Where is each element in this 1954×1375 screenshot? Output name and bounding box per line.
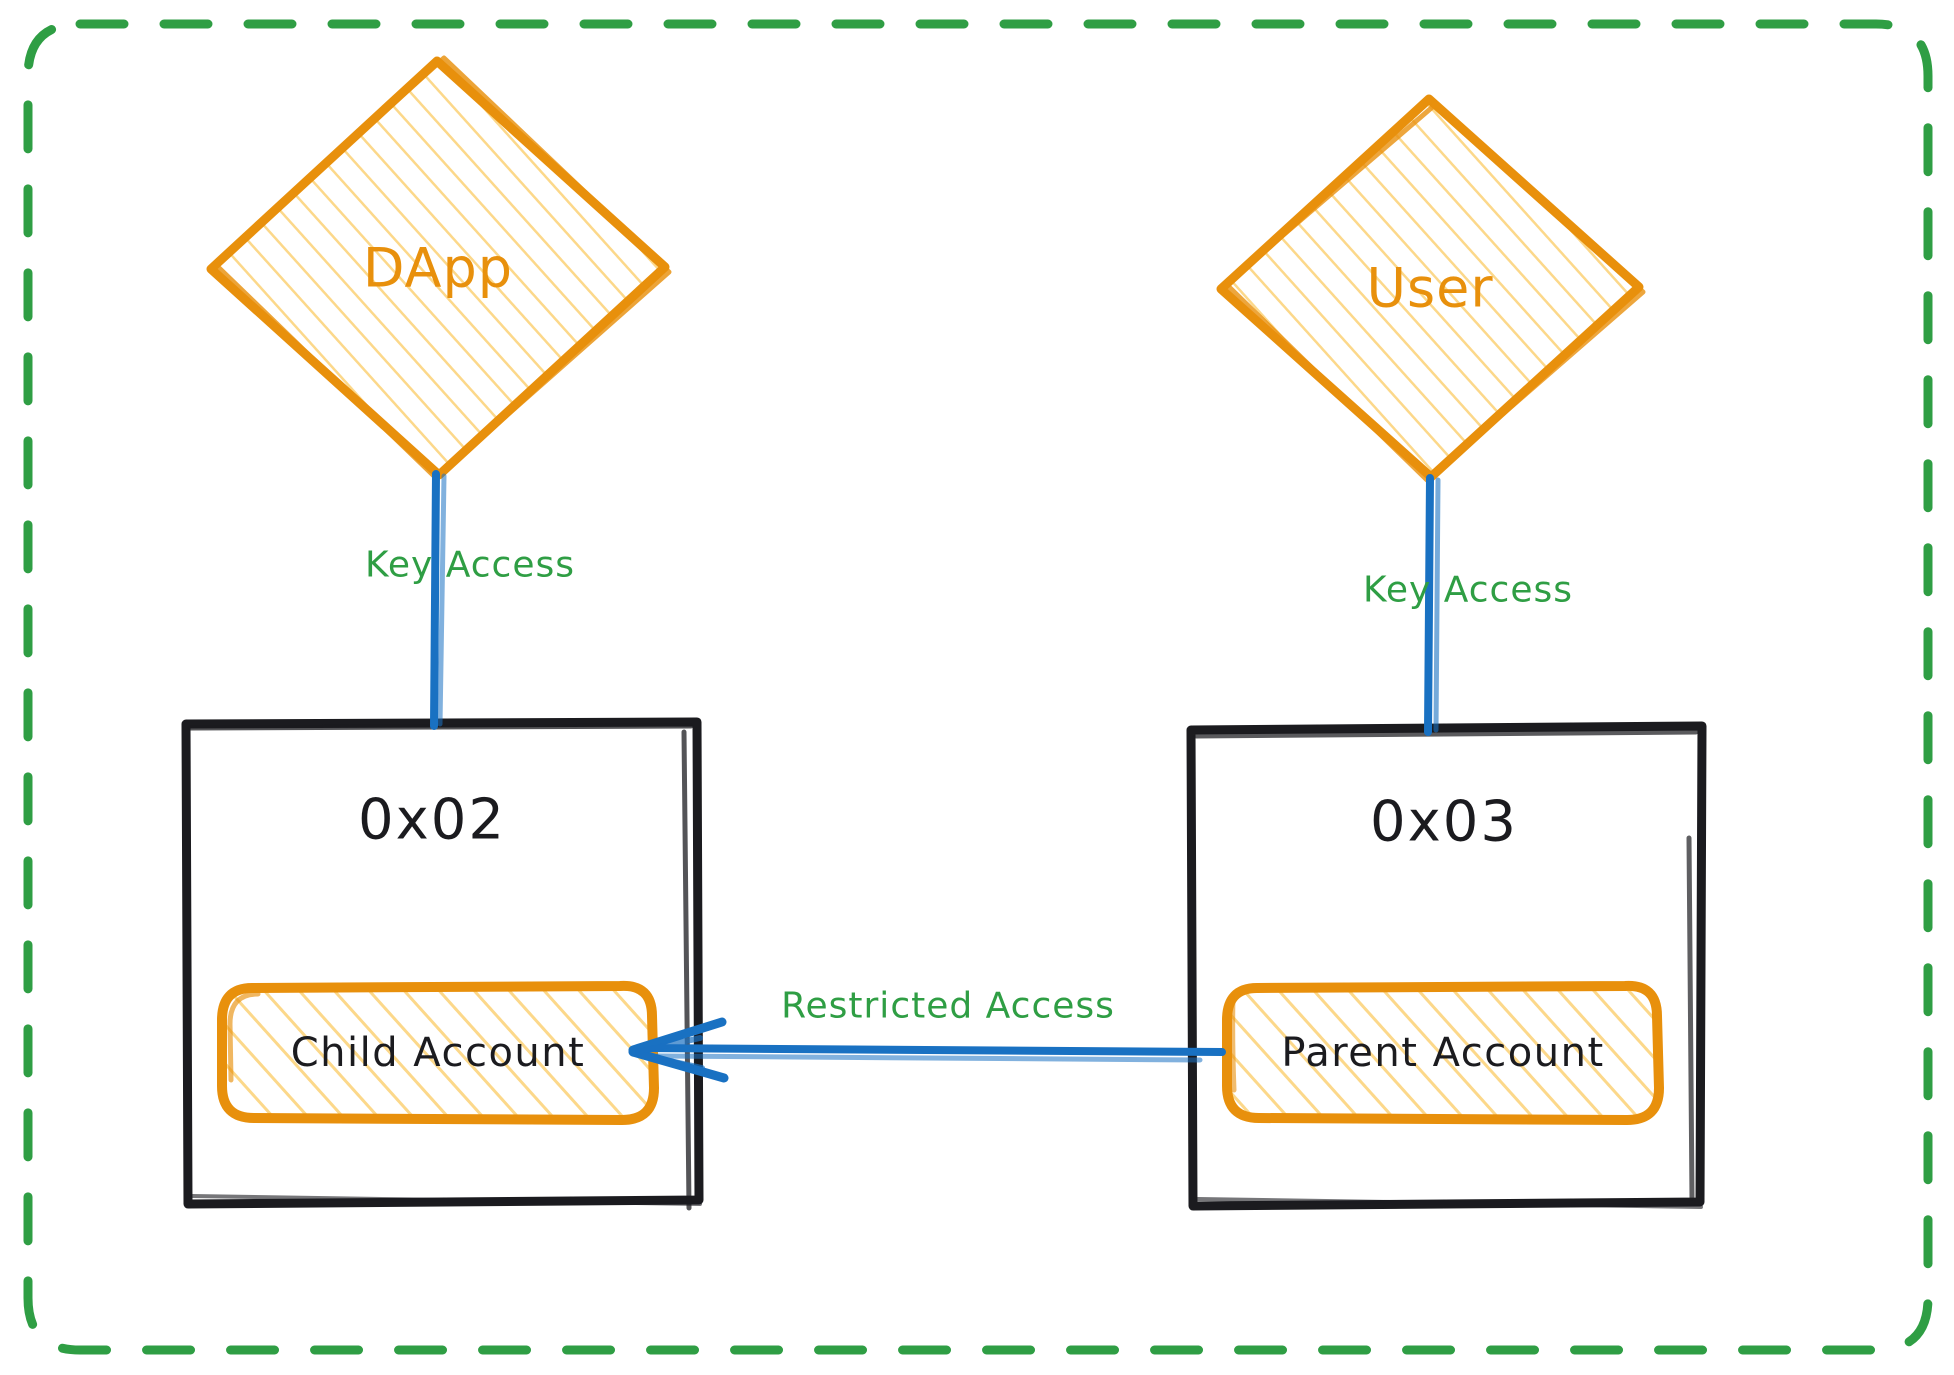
dapp-diamond-shape[interactable]: [206, 55, 672, 481]
child-account-box-shape[interactable]: [181, 717, 704, 1211]
edge-user-to-parent[interactable]: [1424, 474, 1441, 736]
child-account-pill-shape[interactable]: [217, 980, 659, 1125]
edge-parent-to-child-restricted[interactable]: [628, 1017, 1226, 1083]
edge-dapp-to-child[interactable]: [430, 470, 447, 730]
dashed-container-frame: [23, 19, 1933, 1355]
parent-account-box-shape[interactable]: [1186, 721, 1707, 1211]
parent-account-pill-shape[interactable]: [1222, 980, 1664, 1125]
user-diamond-shape[interactable]: [1216, 94, 1646, 483]
